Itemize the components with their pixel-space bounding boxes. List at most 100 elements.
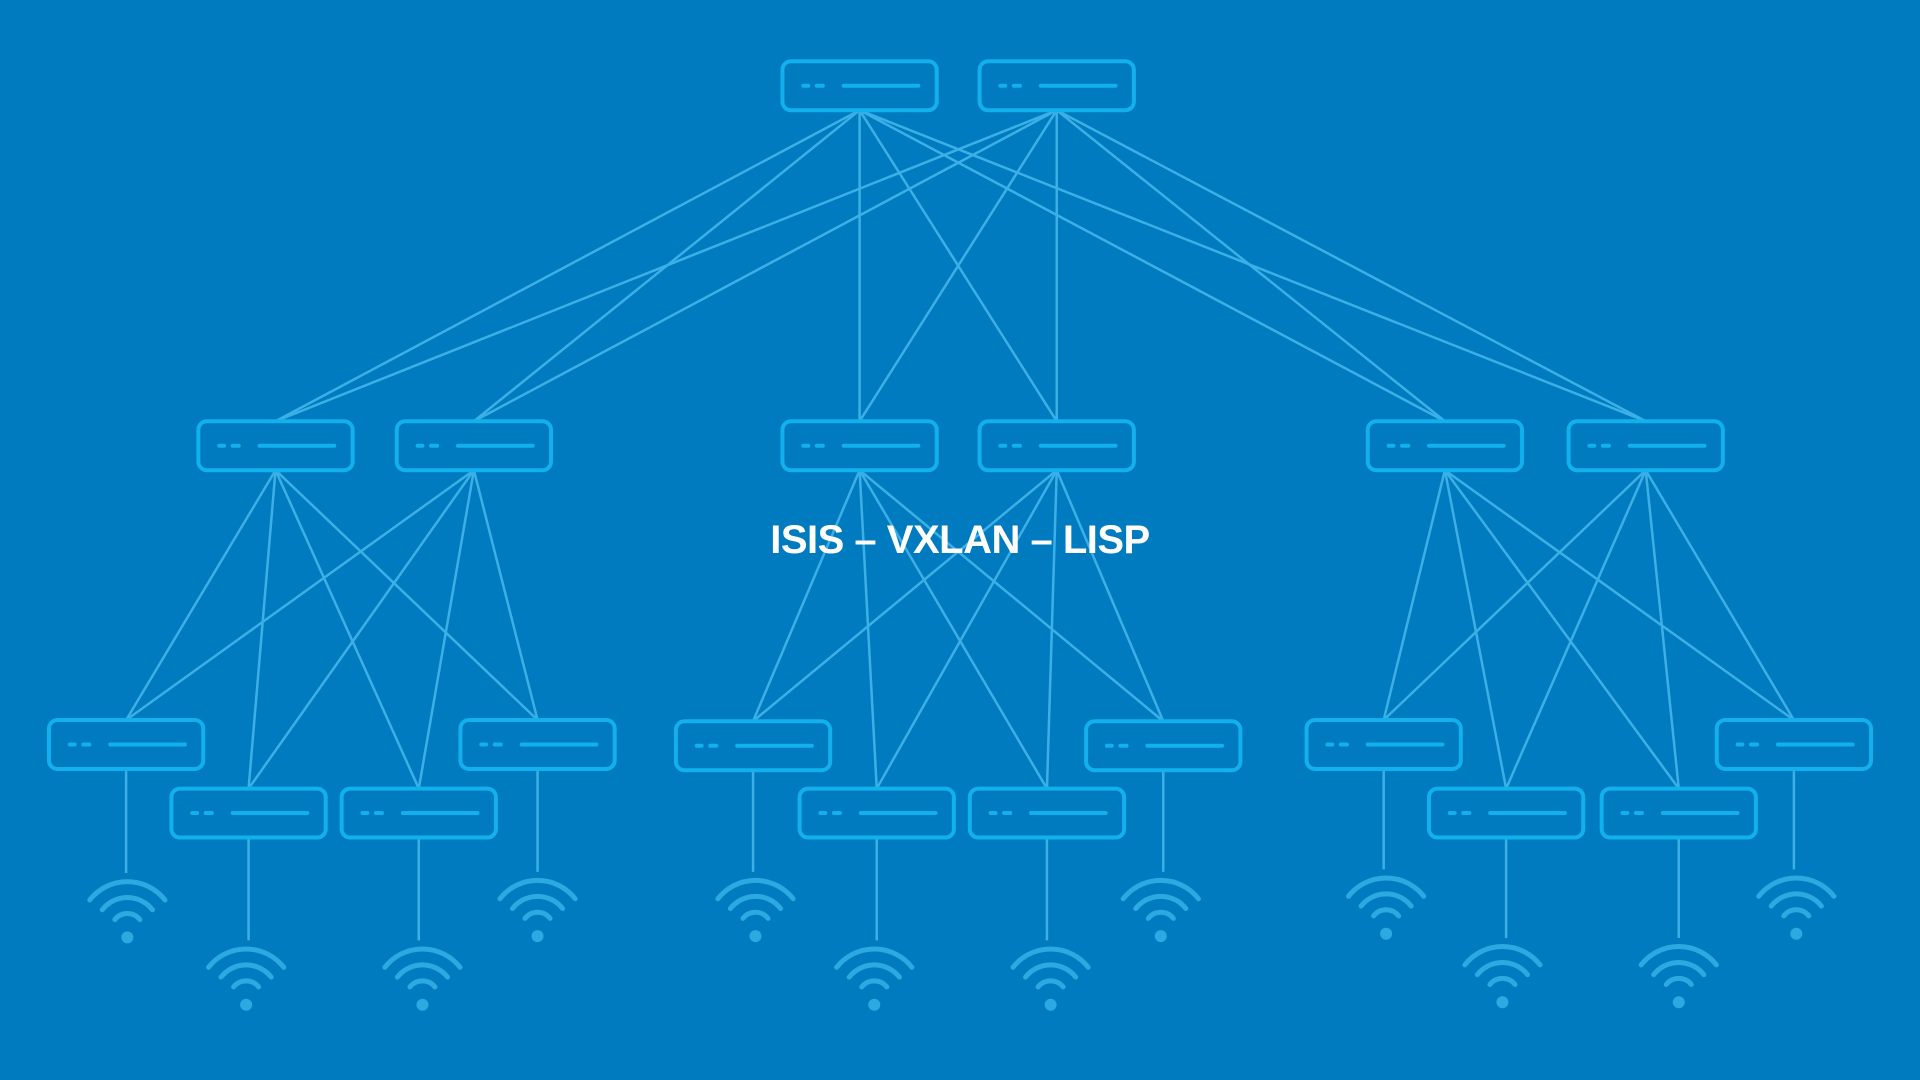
link-dist4-access5 (752, 469, 1058, 723)
link-dist2-access4 (472, 469, 539, 721)
wifi-signal-arc (1035, 978, 1066, 990)
switch-nodes-layer (46, 59, 1874, 840)
access-switch-8-icon (1084, 719, 1243, 773)
link-dist6-access11 (1644, 470, 1681, 789)
wifi-access-point-7-icon (1010, 946, 1091, 1011)
uplink-spine2-dist6 (1056, 109, 1647, 423)
access-switch-10-icon (1426, 786, 1586, 840)
wifi-signal-arc (509, 893, 566, 912)
distribution-switch-3-icon (780, 419, 939, 473)
wifi-signal-arc (1781, 907, 1812, 919)
link-dist5-access12 (1444, 469, 1795, 722)
wifi-signal-arc (1120, 877, 1201, 902)
wifi-signal-arc (218, 962, 274, 980)
wifi-signal-arc (231, 978, 262, 990)
wifi-signal-arc (205, 946, 287, 970)
wifi-dot (1672, 996, 1685, 1009)
wifi-signal-arc (1663, 975, 1694, 987)
wifi-signal-arc (1462, 944, 1543, 968)
wifi-dot (240, 998, 253, 1011)
wifi-signal-arc (846, 962, 902, 980)
spine-switch-2-icon (977, 59, 1136, 113)
wifi-signal-arc (727, 893, 784, 912)
wifi-dot (1790, 927, 1803, 940)
wifi-signal-arc (740, 909, 771, 921)
access-switch-7-icon (967, 786, 1127, 840)
wifi-signal-arc (1474, 960, 1531, 978)
wifi-dot (1044, 998, 1057, 1011)
access-switch-6-icon (797, 786, 956, 840)
wifi-dot (1496, 996, 1509, 1009)
access-drops-layer (124, 768, 1796, 941)
wifi-signal-arc (859, 978, 890, 990)
wifi-signal-arc (834, 946, 915, 970)
wifi-dot (749, 930, 762, 943)
link-dist2-access3 (417, 469, 476, 789)
diagram-title: ISIS – VXLAN – LISP (770, 518, 1150, 562)
access-switch-4-icon (458, 718, 617, 771)
wifi-access-point-5-icon (715, 877, 796, 943)
wifi-signal-arc (1756, 875, 1837, 899)
spine-switch-1-icon (780, 59, 939, 113)
link-dist6-access9 (1382, 469, 1647, 721)
wifi-signal-arc (87, 879, 168, 903)
distribution-switch-4-icon (977, 419, 1136, 473)
wifi-dot (416, 998, 429, 1011)
link-dist1-access3 (274, 469, 420, 790)
wifi-signal-arc (497, 877, 578, 902)
wifi-signal-arc (1023, 962, 1079, 980)
link-dist2-access1 (125, 469, 475, 722)
wifi-signal-arc (1358, 891, 1414, 909)
wifi-dot (121, 931, 134, 944)
link-dist4-access8 (1055, 469, 1165, 722)
distribution-switch-2-icon (394, 419, 554, 473)
wifi-signal-arc (1651, 960, 1707, 978)
wifi-signal-arc (1133, 893, 1189, 912)
links-layer (125, 109, 1795, 790)
link-dist1-access4 (274, 469, 539, 721)
wifi-signal-arc (112, 911, 143, 923)
link-dist5-access9 (1382, 469, 1447, 721)
access-switch-3-icon (339, 786, 498, 840)
uplink-spine2-dist5 (1055, 109, 1446, 423)
wifi-signal-arc (1768, 891, 1824, 909)
access-switch-1-icon (46, 718, 206, 771)
uplink-spine2-dist2 (473, 109, 1058, 423)
access-switch-2-icon (169, 786, 328, 840)
link-dist6-access12 (1644, 469, 1795, 721)
access-switch-9-icon (1304, 718, 1463, 771)
wifi-signal-arc (1145, 909, 1176, 921)
wifi-signal-arc (1638, 944, 1719, 968)
wifi-signal-arc (715, 877, 796, 902)
wifi-signal-arc (522, 909, 553, 921)
wifi-access-point-6-icon (834, 946, 915, 1011)
wifi-dot (1380, 927, 1393, 940)
link-dist2-access2 (247, 469, 475, 790)
wifi-dot (531, 930, 544, 943)
access-switch-12-icon (1714, 718, 1874, 771)
uplink-spine2-dist1 (275, 109, 1058, 423)
wifi-access-point-12-icon (1756, 875, 1837, 940)
link-dist3-access7 (858, 469, 1049, 790)
wifi-signal-arc (1010, 946, 1091, 970)
wifi-signal-arc (1371, 907, 1402, 919)
wifi-signal-arc (382, 946, 463, 970)
wifi-signal-arc (1487, 975, 1518, 987)
wifi-access-point-9-icon (1345, 875, 1427, 940)
link-dist3-access8 (858, 469, 1165, 723)
access-switch-5-icon (673, 719, 833, 773)
wifi-access-point-2-icon (205, 946, 287, 1011)
wifi-signal-arc (394, 962, 451, 980)
wifi-signal-arc (1345, 875, 1427, 899)
distribution-switch-5-icon (1365, 419, 1525, 473)
link-dist1-access1 (125, 469, 277, 721)
wifi-dot (1154, 930, 1167, 943)
uplink-spine1-dist1 (274, 109, 861, 423)
link-dist4-access6 (875, 469, 1058, 790)
link-dist4-access7 (1045, 470, 1058, 789)
access-switch-11-icon (1599, 786, 1758, 840)
wifi-signal-arc (407, 978, 438, 990)
wifi-endpoints-layer (87, 875, 1837, 1011)
